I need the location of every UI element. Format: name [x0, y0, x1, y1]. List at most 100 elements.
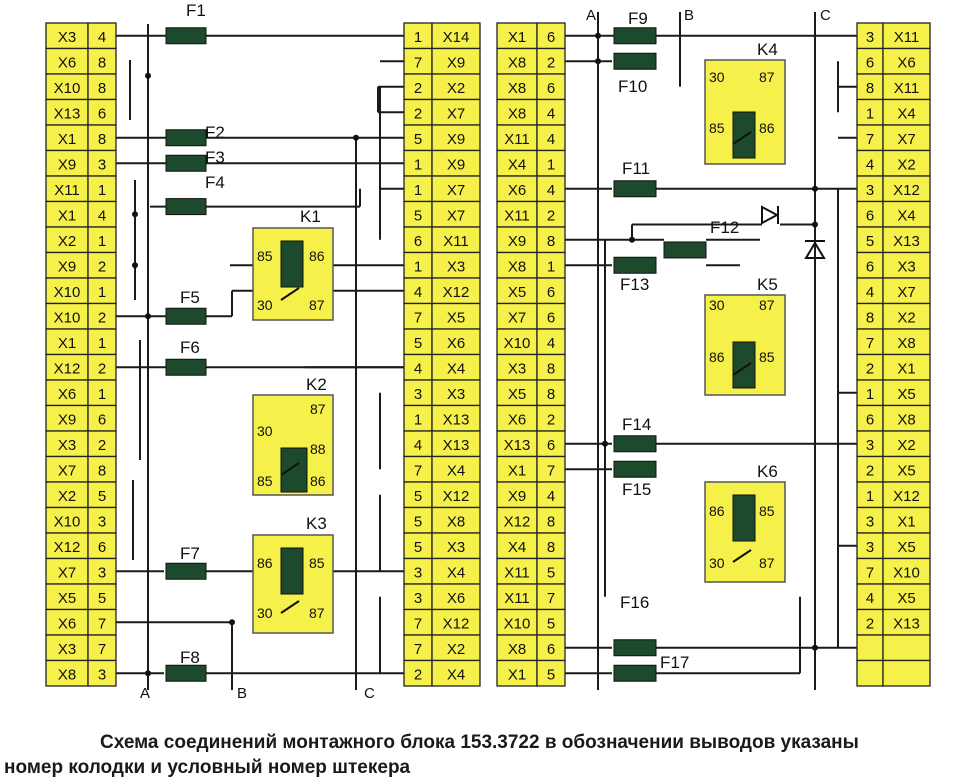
- terminal-label: 7: [414, 462, 422, 479]
- terminal-label: 4: [547, 488, 555, 505]
- terminal-cell: [856, 149, 884, 177]
- relay-pin-label: 85: [309, 555, 325, 571]
- fuse-body: [165, 129, 207, 147]
- terminal-cell: [87, 175, 117, 203]
- terminal-cell: [536, 659, 566, 687]
- fuse: F6: [165, 338, 207, 376]
- junction-dot: [812, 221, 818, 228]
- terminal-label: 3: [98, 564, 106, 581]
- relay-pin-label: 86: [709, 349, 725, 365]
- fuse: F13: [613, 256, 657, 294]
- fuse-body: [613, 27, 657, 45]
- terminal-label: 4: [414, 284, 422, 301]
- terminal-label: X3: [58, 641, 76, 658]
- terminal-label: X5: [897, 462, 915, 479]
- junction-dot: [132, 262, 138, 269]
- terminal-label: X1: [897, 360, 915, 377]
- terminal-cell: [496, 557, 538, 585]
- terminal-label: X12: [443, 615, 470, 632]
- terminal-cell: [882, 149, 931, 177]
- terminal-cell: [87, 328, 117, 356]
- terminal-label: X5: [58, 590, 76, 607]
- terminal-cell: [403, 583, 433, 611]
- terminal-cell: [403, 47, 433, 75]
- terminal-cell: [536, 73, 566, 101]
- terminal-label: X8: [897, 335, 915, 352]
- terminal-cell: [431, 506, 481, 534]
- terminal-label: 7: [414, 54, 422, 71]
- terminal-label: 7: [414, 641, 422, 658]
- terminal-label: X6: [58, 615, 76, 632]
- terminal-label: X7: [508, 309, 526, 326]
- terminal-cell: [496, 47, 538, 75]
- terminal-cell: [536, 47, 566, 75]
- relay-label: K1: [300, 207, 321, 226]
- terminal-label: X4: [897, 207, 915, 224]
- terminal-cell: [431, 124, 481, 152]
- terminal-label: 5: [414, 539, 422, 556]
- relay-pin-label: 30: [709, 69, 725, 85]
- terminal-cell: [87, 659, 117, 687]
- terminal-cell: [496, 98, 538, 126]
- terminal-cell: [882, 506, 931, 534]
- relay-pin-label: 86: [310, 473, 326, 489]
- terminal-label: X11: [504, 131, 530, 148]
- terminal-label: X2: [447, 80, 465, 97]
- terminal-cell: [882, 532, 931, 560]
- fuse: F16: [613, 593, 657, 657]
- terminal-cell: [496, 200, 538, 228]
- terminal-label: X9: [58, 258, 76, 275]
- diode: [761, 205, 780, 225]
- terminal-label: X12: [443, 488, 470, 505]
- terminal-label: X4: [447, 564, 465, 581]
- terminal-label: X4: [508, 156, 526, 173]
- terminal-cell: [45, 506, 89, 534]
- terminal-label: 4: [98, 207, 106, 224]
- terminal-cell: [882, 379, 931, 407]
- terminal-label: 8: [866, 80, 874, 97]
- terminal-cell: [403, 608, 433, 636]
- terminal-label: X13: [893, 615, 920, 632]
- relay-contact: [280, 287, 300, 301]
- relay-contact: [280, 600, 300, 614]
- terminal-label: 1: [98, 233, 106, 250]
- relay-coil: [280, 240, 304, 288]
- terminal-cell: [87, 608, 117, 636]
- fuse-label: F14: [622, 415, 651, 434]
- terminal-label: X3: [447, 386, 465, 403]
- terminal-label: X1: [58, 335, 76, 352]
- terminal-cell: [87, 226, 117, 254]
- relay-pin-label: 87: [309, 605, 325, 621]
- terminal-cell: [403, 302, 433, 330]
- terminal-cell: [536, 404, 566, 432]
- fuse-body: [613, 435, 657, 453]
- terminal-label: X10: [54, 80, 81, 97]
- terminal-label: X8: [508, 258, 526, 275]
- fuse-label: F9: [628, 9, 648, 28]
- terminal-label: X6: [447, 335, 465, 352]
- relay-label: K5: [757, 275, 778, 294]
- terminal-cell: [536, 634, 566, 662]
- terminal-label: X1: [58, 131, 76, 148]
- fuse-body: [165, 562, 207, 580]
- terminal-label: 2: [414, 80, 422, 97]
- terminal-cell: [536, 124, 566, 152]
- terminal-cell: [403, 175, 433, 203]
- terminal-label: X12: [54, 360, 81, 377]
- terminal-label: X12: [504, 513, 531, 530]
- junction-dot: [812, 185, 818, 192]
- terminal-label: X2: [897, 309, 915, 326]
- fuse-body: [165, 664, 207, 682]
- terminal-label: 3: [866, 539, 874, 556]
- terminal-label: X7: [447, 105, 465, 122]
- terminal-label: X12: [893, 182, 920, 199]
- diode-symbol: [804, 241, 826, 259]
- terminal-cell: [856, 532, 884, 560]
- terminal-label: X10: [54, 513, 81, 530]
- terminal-label: 5: [414, 488, 422, 505]
- junction-dot: [595, 58, 601, 65]
- terminal-label: 1: [414, 156, 422, 173]
